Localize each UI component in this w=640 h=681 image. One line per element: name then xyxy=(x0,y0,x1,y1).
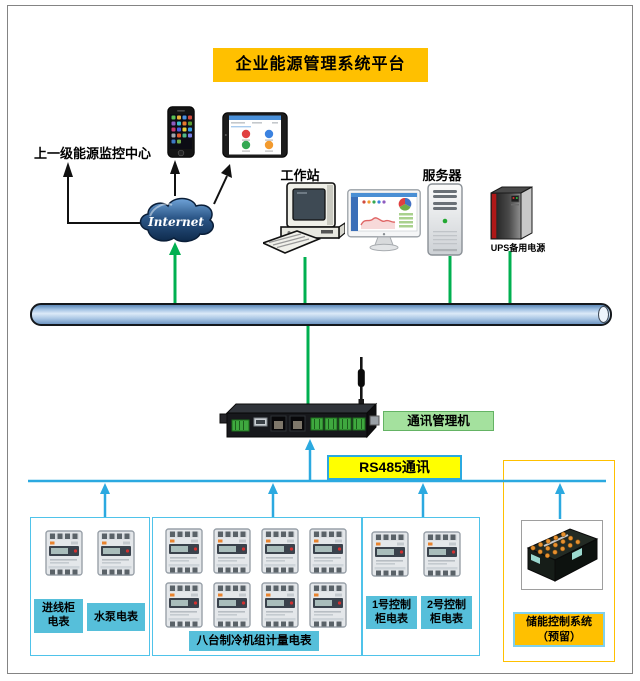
page-title: 企业能源管理系统平台 xyxy=(213,48,428,82)
label-line: 2号控制 xyxy=(426,599,467,611)
label-chiller-meters: 八台制冷机组计量电表 xyxy=(189,631,319,651)
group-control-cabinet-meters: 1号控制 柜电表 2号控制 柜电表 xyxy=(362,517,480,656)
arrowhead-group1 xyxy=(100,483,110,494)
arrowhead-comm-manager xyxy=(305,439,315,450)
energy-meter-image xyxy=(309,582,347,628)
internet-cloud-text: Internet xyxy=(147,215,204,229)
energy-meter-image xyxy=(97,530,135,576)
arrowhead-storage xyxy=(555,483,565,494)
energy-meter-image xyxy=(423,531,461,577)
rs485-arrow-heads xyxy=(100,439,565,494)
energy-meter-image xyxy=(165,528,203,574)
energy-meter-image xyxy=(261,582,299,628)
workstation-image xyxy=(263,182,345,254)
label-control-cabinet-2-meter: 2号控制 柜电表 xyxy=(421,596,472,629)
energy-meter-image xyxy=(45,530,83,576)
energy-meter-image xyxy=(309,528,347,574)
label-monitoring-center: 上一级能源监控中心 xyxy=(34,146,152,161)
energy-meter-image xyxy=(213,528,251,574)
label-control-cabinet-1-meter: 1号控制 柜电表 xyxy=(366,596,417,629)
label-energy-storage-system: 储能控制系统 （预留） xyxy=(513,612,605,647)
arrowhead-monitoring-center xyxy=(63,162,73,177)
energy-meter-image xyxy=(261,528,299,574)
ethernet-bus-pipe xyxy=(30,303,612,326)
arrowhead-tablet xyxy=(221,164,232,178)
label-workstation: 工作站 xyxy=(280,168,320,183)
label-ups: UPS备用电源 xyxy=(490,243,546,253)
arrowhead-group2 xyxy=(268,483,278,494)
battery-image xyxy=(526,528,599,582)
group-incoming-meters: 进线柜 电表 水泵电表 xyxy=(30,517,150,656)
black-arrow-lines xyxy=(67,173,228,224)
label-line: 柜电表 xyxy=(430,613,463,626)
line-cloud-to-monitoring-center xyxy=(67,176,140,224)
arrowhead-group3 xyxy=(418,483,428,494)
label-line: 电表 xyxy=(47,616,70,629)
label-line: 进线柜 xyxy=(42,602,75,614)
label-line: 柜电表 xyxy=(375,613,408,626)
group-chiller-meters: 八台制冷机组计量电表 xyxy=(152,517,362,656)
label-comm-manager: 通讯管理机 xyxy=(383,411,494,431)
battery-image-frame xyxy=(521,520,603,590)
meter-grid xyxy=(371,531,471,577)
arrowhead-internet xyxy=(169,242,181,255)
rs485-lines xyxy=(28,449,606,519)
energy-meter-image xyxy=(165,582,203,628)
label-line: （预留） xyxy=(537,630,581,643)
energy-meter-image xyxy=(213,582,251,628)
label-line: 水泵电表 xyxy=(94,611,138,623)
label-server: 服务器 xyxy=(422,168,462,183)
monitor-image xyxy=(347,189,421,252)
internet-cloud-image: Internet xyxy=(139,197,214,243)
outer-frame xyxy=(7,5,633,674)
smartphone-image xyxy=(167,106,195,158)
tablet-image xyxy=(222,112,288,158)
meter-grid xyxy=(45,530,145,576)
server-image xyxy=(427,183,463,256)
label-rs485: RS485通讯 xyxy=(327,455,462,480)
label-line: 八台制冷机组计量电表 xyxy=(196,635,312,647)
black-arrow-heads xyxy=(63,160,232,178)
group-energy-storage: 储能控制系统 （预留） xyxy=(503,460,615,662)
meter-grid xyxy=(165,528,357,628)
comm-manager-image xyxy=(219,357,380,439)
arrowhead-phone xyxy=(170,160,180,174)
line-cloud-to-tablet xyxy=(213,175,228,205)
label-incoming-cabinet-meter: 进线柜 电表 xyxy=(34,599,83,633)
label-line: 1号控制 xyxy=(371,599,412,611)
green-ethernet-lines xyxy=(173,251,512,404)
label-water-pump-meter: 水泵电表 xyxy=(87,603,145,631)
label-line: 储能控制系统 xyxy=(526,616,592,628)
ups-image xyxy=(490,186,533,240)
energy-meter-image xyxy=(371,531,409,577)
